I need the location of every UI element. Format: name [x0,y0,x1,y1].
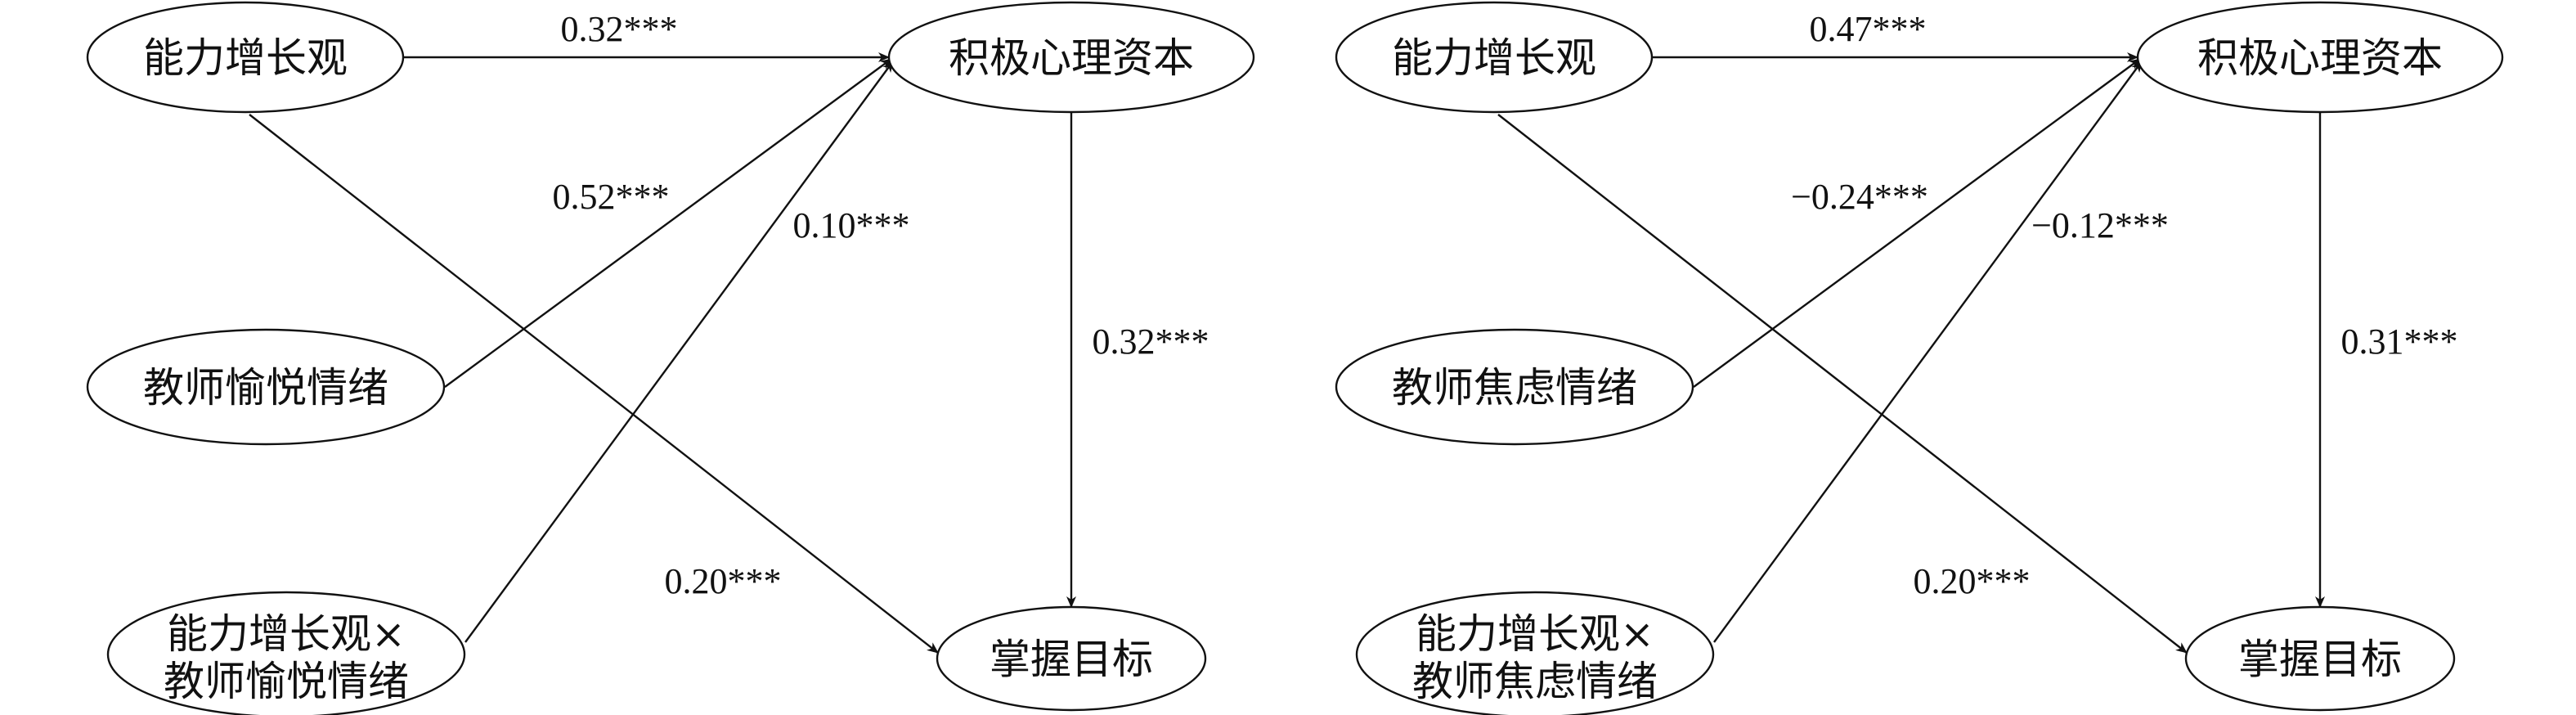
node-label: 掌握目标 [2238,636,2402,683]
node-positive-capital: 积极心理资本 [2136,1,2504,114]
node-label: 积极心理资本 [949,34,1194,82]
node-ellipse [2136,1,2504,114]
node-positive-capital: 积极心理资本 [887,1,1255,114]
path-arrow-growth-to-mastery [249,114,939,654]
coefficient-growth-to-capital: 0.47*** [1810,9,1927,49]
node-label-line1: 能力增长观× [1416,610,1654,658]
node-growth-mindset: 能力增长观 [1335,1,1654,114]
path-arrow-emotion-to-capital [1693,58,2141,388]
path-arrow-interaction-to-capital [1713,61,2143,643]
node-ellipse [887,1,1255,114]
node-label: 能力增长观 [143,34,348,82]
node-label: 积极心理资本 [2197,34,2443,82]
node-ellipse [1335,1,1654,114]
coefficient-growth-to-mastery: 0.20*** [665,561,782,601]
node-mastery-goal: 掌握目标 [936,605,1207,712]
node-interaction: 能力增长观×教师愉悦情绪 [106,591,466,715]
coefficient-interaction-to-capital: 0.10*** [793,205,910,245]
model-panel-2: 0.47*** −0.24*** −0.12*** 0.20*** 0.31*** 能力增… [1335,1,2504,715]
path-arrow-growth-to-mastery [1497,114,2188,654]
path-arrow-emotion-to-capital [444,58,892,388]
node-growth-mindset: 能力增长观 [86,1,405,114]
node-ellipse [86,328,446,446]
node-label-line1: 能力增长观× [167,610,406,658]
node-ellipse [1355,591,1715,715]
node-label: 教师焦虑情绪 [1392,364,1637,411]
node-ellipse [2184,605,2456,712]
node-label: 教师愉悦情绪 [143,364,388,411]
coefficient-capital-to-mastery: 0.31*** [2341,322,2458,362]
path-arrow-interaction-to-capital [464,61,894,643]
coefficient-emotion-to-capital: 0.52*** [553,177,670,217]
coefficient-capital-to-mastery: 0.32*** [1093,322,1209,362]
node-ellipse [86,1,405,114]
node-label-line2: 教师愉悦情绪 [164,658,409,705]
node-label-line2: 教师焦虑情绪 [1412,658,1658,705]
coefficient-emotion-to-capital: −0.24*** [1791,177,1928,217]
node-ellipse [1335,328,1694,446]
node-teacher-emotion: 教师焦虑情绪 [1335,328,1694,446]
coefficient-interaction-to-capital: −0.12*** [2031,205,2169,245]
model-panel-1: 0.32*** 0.52*** 0.10*** 0.20*** 0.32*** 能力增长观… [86,1,1255,715]
node-label: 掌握目标 [990,636,1153,683]
node-teacher-emotion: 教师愉悦情绪 [86,328,446,446]
coefficient-growth-to-mastery: 0.20*** [1914,561,2031,601]
node-label: 能力增长观 [1392,34,1596,82]
coefficient-growth-to-capital: 0.32*** [561,9,678,49]
node-ellipse [936,605,1207,712]
node-ellipse [106,591,466,715]
node-mastery-goal: 掌握目标 [2184,605,2456,712]
node-interaction: 能力增长观×教师焦虑情绪 [1355,591,1715,715]
